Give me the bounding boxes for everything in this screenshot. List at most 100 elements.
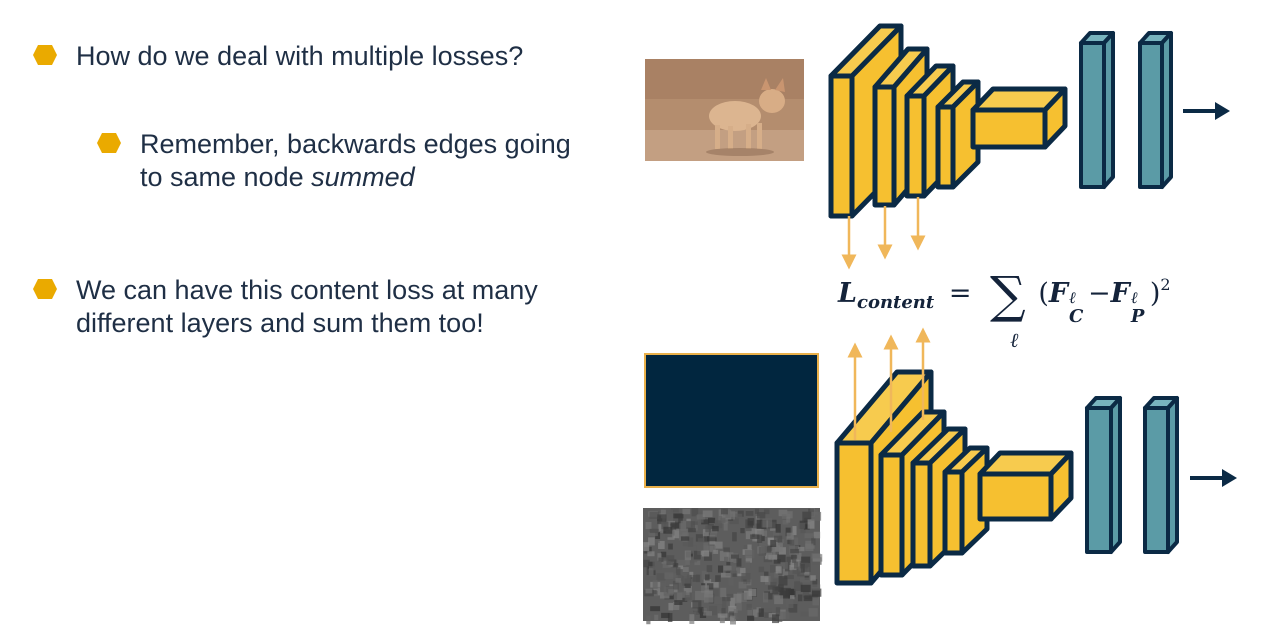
noise-speck (715, 575, 721, 582)
noise-speck (754, 508, 760, 514)
noise-speck (774, 542, 783, 552)
noise-speck (709, 589, 719, 597)
noise-speck (652, 579, 658, 589)
noise-speck (745, 561, 751, 569)
top-conv-block-4-front (935, 104, 956, 190)
top-conv-block-2-front (872, 84, 897, 208)
noise-speck (799, 577, 810, 583)
noise-speck (721, 601, 727, 609)
noise-speck (675, 567, 681, 576)
noise-speck (720, 508, 728, 515)
noise-speck (714, 541, 723, 549)
noise-speck (730, 554, 739, 559)
noise-speck (747, 544, 752, 550)
noise-speck (780, 611, 790, 619)
noise-speck (643, 542, 650, 552)
noise-speck (790, 595, 795, 600)
noise-speck (690, 556, 698, 563)
noise-speck (747, 615, 755, 621)
arrow-right-icon (1183, 102, 1230, 120)
noise-speck (812, 597, 820, 606)
noise-speck (709, 605, 718, 616)
bottom-network (834, 369, 1074, 586)
noise-speck (774, 572, 780, 578)
noise-speck (789, 539, 795, 549)
noise-speck (794, 581, 803, 591)
noise-speck (812, 584, 821, 591)
noise-speck (650, 606, 661, 612)
noise-speck (689, 614, 695, 624)
noise-speck (726, 568, 732, 575)
noise-speck (682, 508, 691, 515)
noise-speck (789, 564, 797, 571)
top-fc-2-front (1138, 41, 1164, 189)
noise-speck (649, 528, 659, 534)
noise-speck (751, 528, 762, 534)
eq-fc-sub: C (1069, 306, 1084, 327)
noise-speck (720, 572, 731, 578)
noise-speck (786, 556, 794, 563)
noise-speck (811, 511, 822, 521)
noise-speck (710, 582, 719, 588)
noise-speck (659, 522, 664, 531)
bullet-2-text-main: Remember, backwards edges going to same … (140, 129, 571, 192)
noise-speck (693, 550, 701, 560)
noise-speck (797, 567, 805, 577)
top-conv-block-3-front (904, 93, 927, 199)
noise-speck (762, 518, 773, 528)
noise-speck (782, 519, 789, 525)
noise-speck (674, 600, 683, 605)
noise-speck (692, 524, 698, 531)
noise-speck (745, 531, 753, 540)
bottom-fc-2-front (1143, 406, 1170, 554)
noise-speck (652, 535, 660, 543)
noise-speck (675, 578, 681, 583)
noise-speck (647, 561, 655, 569)
top-fc-1-front (1079, 41, 1106, 189)
noise-speck (729, 516, 739, 525)
noise-speck (786, 532, 794, 540)
noise-speck (692, 574, 700, 582)
noise-speck (708, 517, 716, 524)
noise-speck (778, 509, 788, 517)
noise-speck (740, 528, 745, 534)
noise-speck (719, 551, 729, 561)
noise-speck (775, 566, 782, 574)
noise-speck (709, 532, 718, 538)
noise-speck (772, 586, 779, 595)
noise-speck (650, 590, 657, 595)
noise-speck (764, 611, 772, 618)
noise-speck (802, 511, 812, 522)
noise-speck (666, 555, 675, 566)
noise-speck (764, 571, 769, 578)
bottom-conv-block-5-front (977, 471, 1054, 522)
noise-speck (705, 525, 716, 533)
top-conv-block-5-front (970, 107, 1048, 150)
noise-speck (731, 565, 741, 574)
bottom-conv-block-2-front (878, 452, 905, 578)
noise-image (643, 508, 823, 625)
noise-speck (781, 587, 791, 598)
noise-speck (778, 576, 788, 586)
noise-speck (673, 601, 680, 610)
noise-speck (697, 538, 705, 543)
noise-speck (668, 543, 673, 550)
noise-speck (684, 550, 691, 561)
noise-speck (656, 573, 666, 583)
eq-minus: − (1088, 278, 1111, 309)
noise-speck (784, 574, 794, 580)
noise-speck (758, 608, 764, 617)
noise-speck (658, 540, 665, 549)
noise-speck (737, 510, 744, 517)
arrow-right-icon (1190, 469, 1237, 487)
noise-speck (658, 557, 664, 563)
noise-speck (756, 534, 763, 543)
noise-speck (747, 607, 753, 616)
noise-speck (679, 528, 688, 537)
noise-speck (691, 508, 699, 517)
noise-speck (804, 533, 814, 539)
noise-speck (745, 511, 754, 516)
noise-speck (682, 542, 688, 547)
noise-speck (733, 593, 742, 604)
